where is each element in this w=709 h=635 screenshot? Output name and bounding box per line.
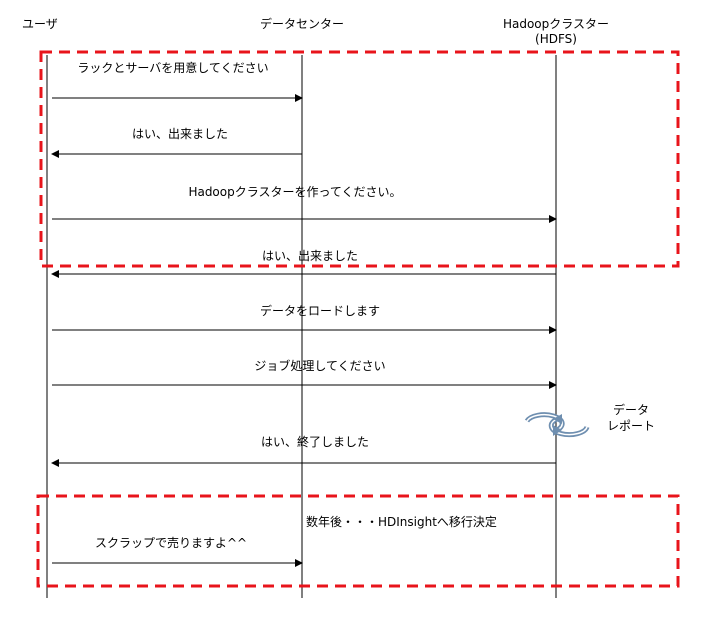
frame-migration-phase — [36, 494, 680, 588]
participant-datacenter: データセンター — [259, 17, 344, 31]
message-m1: ラックとサーバを用意してください — [77, 61, 269, 75]
message-m3: Hadoopクラスターを作ってください。 — [188, 185, 402, 199]
message-m7: はい、終了しました — [260, 435, 369, 449]
message-m4: はい、出来ました — [261, 249, 358, 263]
participant-hadoop-sub: (HDFS) — [535, 32, 577, 46]
migration-note: 数年後・・・HDInsightへ移行決定 — [306, 515, 497, 529]
process-note: データ レポート — [596, 402, 666, 434]
message-m6: ジョブ処理してください — [254, 359, 386, 373]
frame-setup-phase — [39, 50, 680, 268]
process-note-line1: データ — [612, 403, 649, 417]
message-m8: スクラップで売りますよ^^ — [94, 536, 248, 550]
participant-user: ユーザ — [22, 17, 58, 31]
message-m2: はい、出来ました — [131, 127, 228, 141]
process-note-line2: レポート — [606, 419, 655, 433]
participant-hadoop-name: Hadoopクラスター — [502, 17, 610, 31]
participant-hadoop: Hadoopクラスター (HDFS) — [486, 17, 626, 47]
refresh-cycle-icon — [524, 412, 590, 438]
message-m5: データをロードします — [259, 304, 380, 318]
